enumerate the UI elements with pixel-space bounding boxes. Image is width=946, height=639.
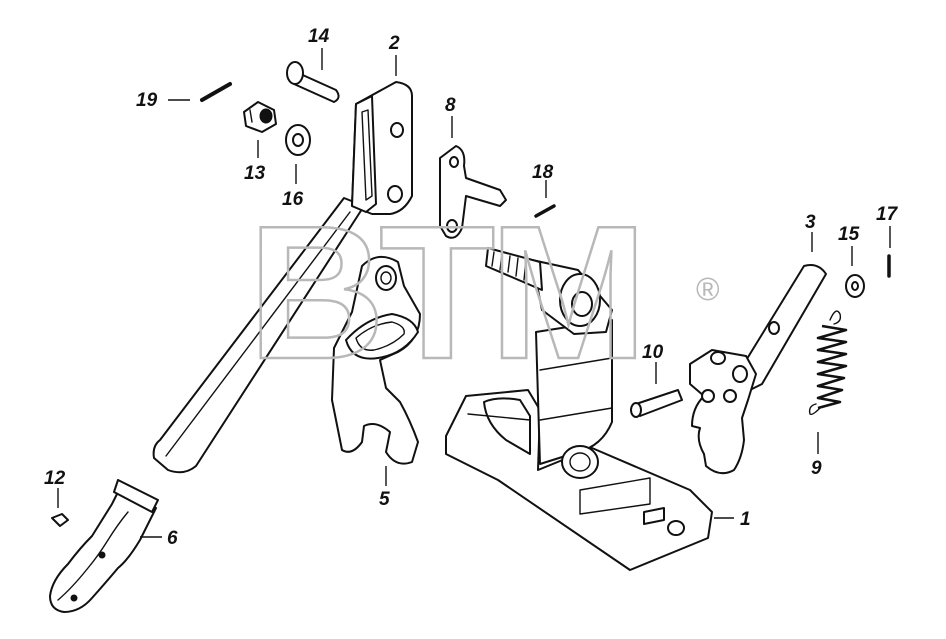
part-6-handle-grip xyxy=(49,479,159,613)
callout-9: 9 xyxy=(811,458,822,479)
callout-10: 10 xyxy=(642,342,664,363)
part-2-bracket xyxy=(351,81,413,215)
watermark-registered-mark: ® xyxy=(696,271,720,307)
callout-15: 15 xyxy=(838,224,860,245)
callout-16: 16 xyxy=(282,189,304,210)
callout-12: 12 xyxy=(44,468,66,489)
part-12-screw xyxy=(51,513,69,527)
part-15-washer xyxy=(845,274,865,298)
callout-17: 17 xyxy=(876,204,899,225)
long-lever-rod xyxy=(152,197,365,474)
callout-2: 2 xyxy=(388,33,400,54)
part-10-pin xyxy=(630,389,683,418)
part-5-hook xyxy=(331,255,421,465)
callout-3: 3 xyxy=(805,212,816,233)
part-18-small-pin xyxy=(534,204,556,218)
part-8-plate xyxy=(439,145,507,239)
callout-1: 1 xyxy=(740,509,751,530)
callout-8: 8 xyxy=(445,95,456,116)
part-1-base-body xyxy=(445,319,713,571)
threaded-shaft xyxy=(485,247,613,335)
part-13-castle-nut xyxy=(243,101,277,133)
part-9-spring xyxy=(808,310,848,416)
part-19-split-pin xyxy=(200,82,232,102)
leader-lines xyxy=(57,48,891,538)
callout-19: 19 xyxy=(136,90,158,111)
callout-13: 13 xyxy=(244,163,266,184)
callout-5: 5 xyxy=(379,489,390,510)
part-3-latch-lever xyxy=(689,264,827,475)
watermark-text: BTM xyxy=(248,187,642,399)
part-14-pin xyxy=(286,61,340,103)
part-16-washer xyxy=(285,124,311,156)
callout-14: 14 xyxy=(308,26,330,47)
callout-6: 6 xyxy=(167,528,178,549)
callout-18: 18 xyxy=(532,162,554,183)
